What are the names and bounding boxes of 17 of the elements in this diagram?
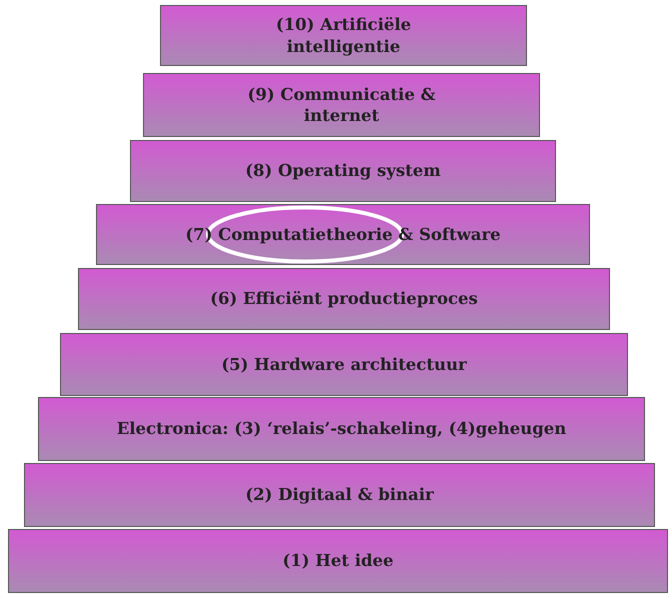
step-label: (8) Operating system <box>245 160 441 182</box>
pyramid-step <box>143 73 540 137</box>
pyramid-step <box>24 463 655 527</box>
pyramid-step <box>96 204 590 265</box>
pyramid-step <box>160 5 527 66</box>
pyramid-step <box>38 397 645 461</box>
step-label: Electronica: (3) ‘relais’-schakeling, (4)geheugen <box>116 418 566 440</box>
step-label: (10) Artificiële intelligentie <box>274 14 412 57</box>
step-label: (2) Digitaal & binair <box>245 484 434 506</box>
step-label: (1) Het idee <box>282 550 394 572</box>
step-label: (9) Communicatie & internet <box>246 84 436 126</box>
pyramid-step <box>78 268 610 330</box>
step-label: (5) Hardware architectuur <box>221 354 467 376</box>
pyramid-step <box>130 140 556 202</box>
pyramid-step <box>60 333 628 396</box>
pyramid-step <box>8 529 668 593</box>
step-label: (6) Efficiënt productieproces <box>210 288 478 310</box>
